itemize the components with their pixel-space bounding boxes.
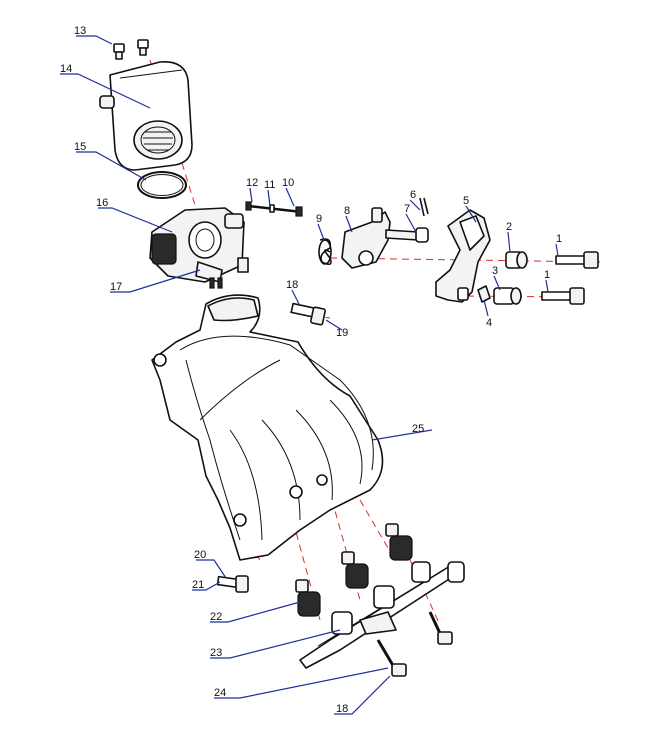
bolt-21 <box>216 575 249 593</box>
bolt-1 <box>541 251 599 305</box>
bolt-19 <box>290 302 326 326</box>
bolt-24 <box>376 611 453 677</box>
callout-13: 13 <box>74 25 86 37</box>
callout-labels: 1 1 2 3 4 5 6 7 8 9 10 11 12 13 14 15 16… <box>60 25 562 715</box>
callout-17: 17 <box>110 281 122 293</box>
callout-9: 9 <box>316 213 322 225</box>
callout-8: 8 <box>344 205 350 217</box>
bolt-13 <box>113 39 149 60</box>
cooler-14 <box>99 61 193 171</box>
callout-20: 20 <box>194 549 206 561</box>
callout-14: 14 <box>60 63 72 75</box>
callout-5: 5 <box>463 195 469 207</box>
spacer-3 <box>493 287 522 305</box>
callout-21: 21 <box>192 579 204 591</box>
callout-1b: 1 <box>544 269 550 281</box>
callout-1a: 1 <box>556 233 562 245</box>
bracket-8 <box>341 207 391 269</box>
rod-assembly-10-12 <box>245 201 303 217</box>
intake-manifold-25 <box>151 294 384 561</box>
callout-2: 2 <box>506 221 512 233</box>
callout-18a: 18 <box>286 279 298 291</box>
spring-9 <box>318 238 332 266</box>
callout-12: 12 <box>246 177 258 189</box>
callout-10: 10 <box>282 177 294 189</box>
pin-7 <box>385 197 429 243</box>
callout-15: 15 <box>74 141 86 153</box>
leader-lines <box>60 35 559 715</box>
callout-11: 11 <box>264 179 275 191</box>
callout-23: 23 <box>210 647 222 659</box>
callout-6: 6 <box>410 189 416 201</box>
callout-18b: 18 <box>336 703 348 715</box>
callout-7: 7 <box>404 203 410 215</box>
injector-22 <box>295 523 413 617</box>
callout-19: 19 <box>336 327 348 339</box>
callout-25: 25 <box>412 423 424 435</box>
bracket-5 <box>435 209 491 303</box>
callout-3: 3 <box>492 265 498 277</box>
callout-24: 24 <box>214 687 226 699</box>
callout-22: 22 <box>210 611 222 623</box>
throttle-body-16 <box>149 207 249 289</box>
o-ring-15 <box>137 171 187 199</box>
fuel-rail-23 <box>299 561 465 669</box>
callout-16: 16 <box>96 197 108 209</box>
callout-4: 4 <box>486 317 492 329</box>
washer-4 <box>477 285 491 303</box>
spacer-2 <box>505 251 528 269</box>
